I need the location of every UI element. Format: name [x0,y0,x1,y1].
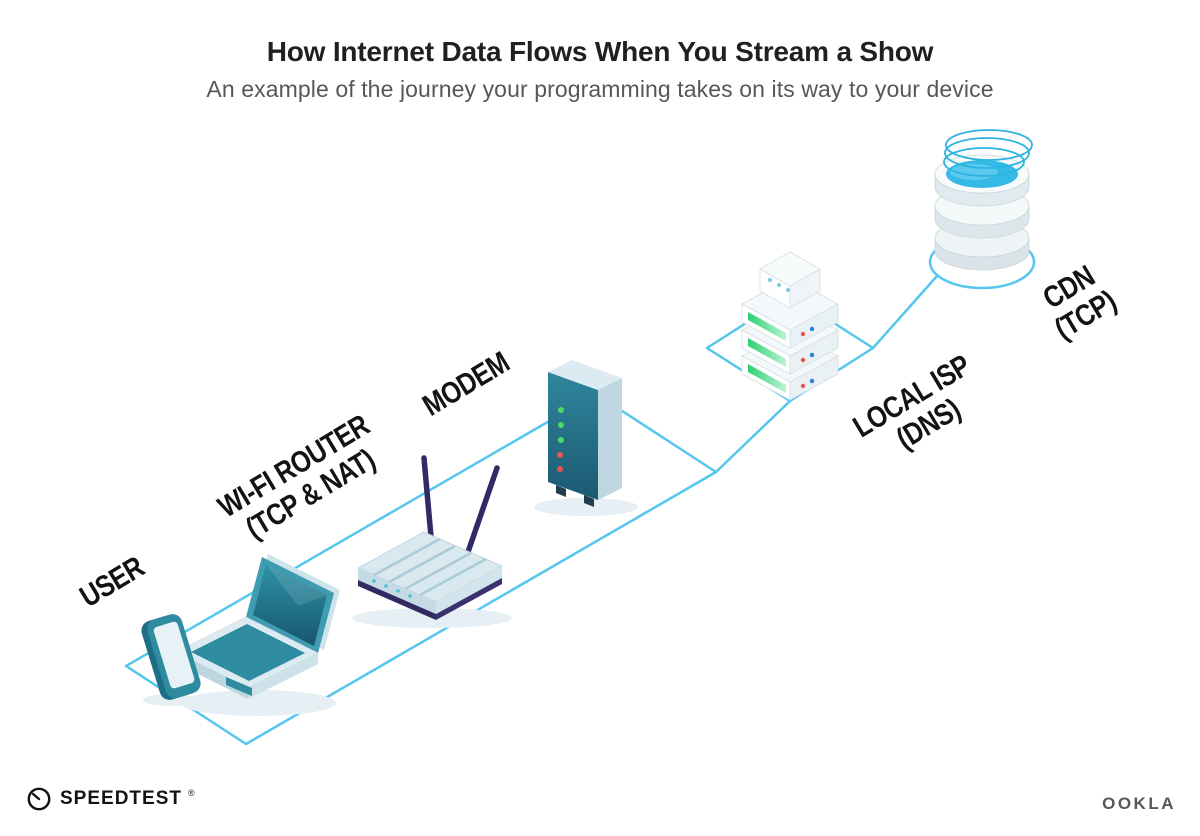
router-leds [372,579,412,598]
speedtest-gauge-icon [27,787,51,811]
router-antenna-left [421,455,435,551]
page-title: How Internet Data Flows When You Stream … [266,36,934,67]
router-antenna-right [465,465,500,555]
isp-server-illustration [741,251,839,401]
ookla-wordmark: OOKLA [1102,794,1176,813]
ookla-logo: OOKLA [1102,794,1176,814]
speedtest-wordmark: SPEEDTEST [60,788,182,809]
link-isp-cdn [871,274,939,350]
cdn-rings [943,129,1033,177]
link-modem-isp [714,399,792,474]
modem-leds [557,407,564,472]
modem-illustration [534,360,638,516]
laptop-illustration [175,554,340,716]
speedtest-logo: SPEEDTEST ® [26,786,197,812]
trademark-symbol: ® [187,788,195,798]
wifi-router-illustration [352,455,512,628]
phone-illustration [141,614,201,706]
cdn-database-illustration [934,129,1033,271]
header: How Internet Data Flows When You Stream … [0,36,1200,103]
page-subtitle: An example of the journey your programmi… [206,76,994,102]
